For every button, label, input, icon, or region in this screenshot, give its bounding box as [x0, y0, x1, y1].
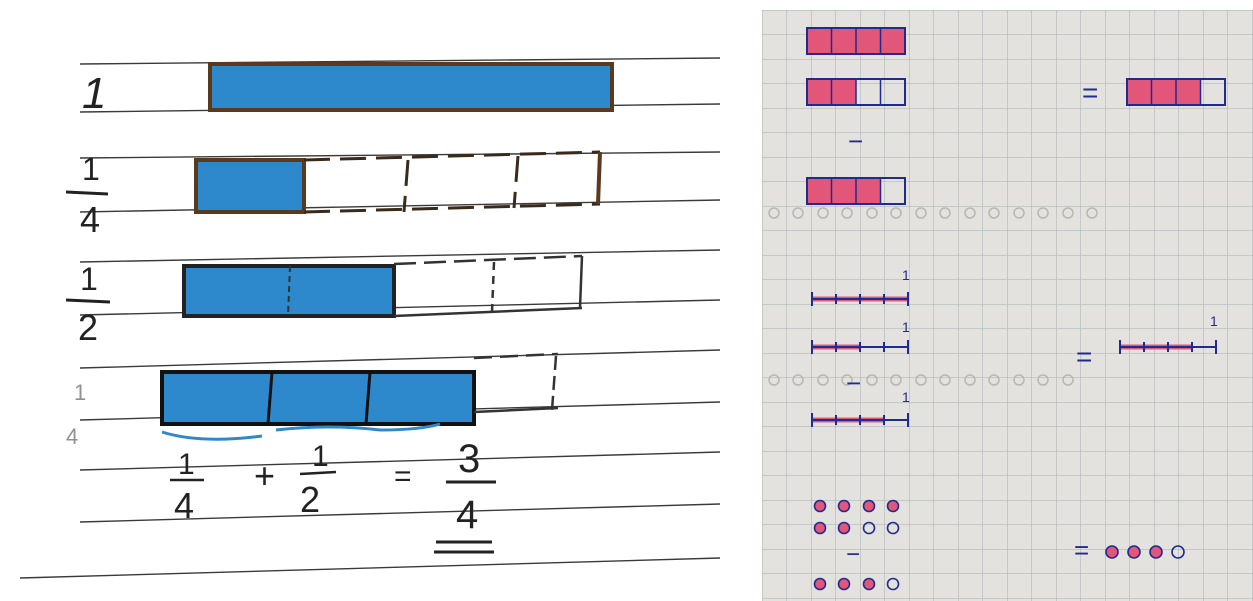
- lined-notebook-photo: 1 1 4 1 2 1 4 1 4 + 1 2 = 3 4: [0, 0, 740, 601]
- eq-result-denominator: 4: [456, 493, 478, 537]
- number-line-label-3: 1: [902, 389, 910, 405]
- row1-label: 1: [82, 69, 106, 118]
- row3-label-numerator: 1: [80, 261, 98, 297]
- row2-label-denominator: 4: [80, 199, 100, 240]
- quarter-bar-filled: [196, 160, 304, 212]
- eq-plus: +: [254, 455, 275, 496]
- eq-term1-numerator: 1: [178, 448, 195, 481]
- row2-fraction-bar: [66, 192, 108, 194]
- number-line-label-1: 1: [902, 267, 910, 283]
- row3-fraction-bar: [66, 300, 110, 302]
- number-line-label-2: 1: [902, 319, 910, 335]
- eq-equals: =: [394, 460, 412, 493]
- grid-paper-photo: − = 1 1 −: [762, 10, 1253, 601]
- eq-term2-denominator: 2: [300, 479, 320, 520]
- bar-model-whole: [807, 28, 905, 54]
- whole-bar: [210, 64, 612, 110]
- equals-sign-1: =: [1082, 77, 1098, 108]
- row2-label-numerator: 1: [82, 151, 100, 187]
- number-line-label-4: 1: [1210, 313, 1218, 329]
- equals-sign-2: =: [1076, 341, 1092, 372]
- equals-sign-3: =: [1074, 535, 1089, 565]
- minus-sign-2: −: [846, 368, 861, 398]
- minus-sign-3: −: [846, 541, 860, 568]
- row3-label-denominator: 2: [78, 307, 98, 348]
- eq-term1-denominator: 4: [174, 485, 194, 526]
- three-quarters-bar-filled: [162, 372, 474, 424]
- minus-sign-1: −: [848, 126, 863, 156]
- eq-result-numerator: 3: [458, 437, 480, 481]
- row4-label-denominator: 4: [66, 424, 78, 449]
- eq-term2-numerator: 1: [312, 440, 329, 473]
- row4-label-numerator: 1: [74, 380, 86, 405]
